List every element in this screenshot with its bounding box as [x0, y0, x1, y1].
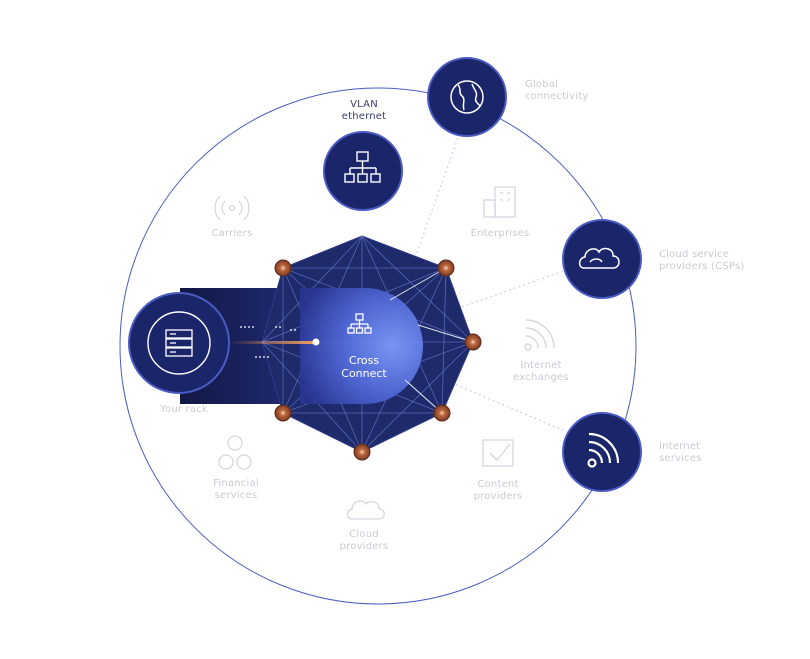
- vlan-label-line1: VLAN: [350, 99, 378, 110]
- globe-icon: [450, 80, 484, 114]
- internet-services-label-line2: services: [659, 453, 702, 464]
- financial-services-label-line2: services: [214, 490, 258, 501]
- connector-lines: [399, 117, 601, 447]
- cloud-providers-label-line1: Cloud: [349, 529, 379, 540]
- broadcast-icon: [214, 195, 250, 221]
- orange-beam: [228, 341, 316, 344]
- vertex-nodes: [274, 259, 482, 461]
- vertex-node: [353, 443, 371, 461]
- cloud-providers-label-line2: providers: [339, 541, 389, 552]
- building-icon: [483, 186, 516, 218]
- internet-exchanges-label-line1: Internet: [520, 360, 562, 371]
- csp-label-line2: providers (CSPs): [659, 261, 745, 272]
- internet-exchanges-label-line2: exchanges: [513, 372, 569, 383]
- cross-connect-label-line2: Connect: [341, 367, 387, 380]
- rack-node: [128, 292, 230, 394]
- global-node: [427, 57, 507, 137]
- checked-document-icon: [482, 439, 514, 467]
- cloud-icon: [578, 247, 620, 269]
- financial-services-label-line1: Financial: [213, 478, 259, 489]
- vlan-node: [323, 131, 403, 211]
- vertex-node: [464, 333, 482, 351]
- enterprises-label: Enterprises: [470, 228, 530, 239]
- cloud-icon: [346, 500, 385, 520]
- vertex-node: [437, 259, 455, 277]
- network-hierarchy-icon: [344, 151, 381, 183]
- coins-icon: [218, 435, 252, 470]
- global-label-line2: connectivity: [525, 91, 589, 102]
- network-hierarchy-icon: [347, 313, 372, 334]
- beam-endpoint: [312, 338, 320, 346]
- content-providers-label-line2: providers: [473, 491, 523, 502]
- rss-feed-icon: [524, 319, 555, 351]
- global-label-line1: Global: [525, 79, 559, 90]
- rss-feed-icon: [587, 432, 620, 468]
- rack-dashes: [240, 326, 298, 358]
- server-rack-icon: [165, 329, 193, 357]
- vertex-node: [274, 404, 292, 422]
- internet-services-label-line1: Internet: [659, 441, 701, 452]
- csp-label-line1: Cloud service: [659, 249, 730, 260]
- rack-label: Your rack: [160, 404, 208, 415]
- vertex-node: [433, 404, 451, 422]
- content-providers-label-line1: Content: [477, 479, 519, 490]
- vlan-label-line2: ethernet: [341, 111, 387, 122]
- vertex-node: [274, 259, 292, 277]
- internet-services-node: [562, 412, 642, 492]
- outer-ring: [119, 87, 637, 605]
- carriers-label: Carriers: [211, 228, 253, 239]
- cross-connect-label-line1: Cross: [348, 354, 380, 367]
- csp-node: [562, 219, 642, 299]
- cross-connect-pill: [300, 288, 423, 404]
